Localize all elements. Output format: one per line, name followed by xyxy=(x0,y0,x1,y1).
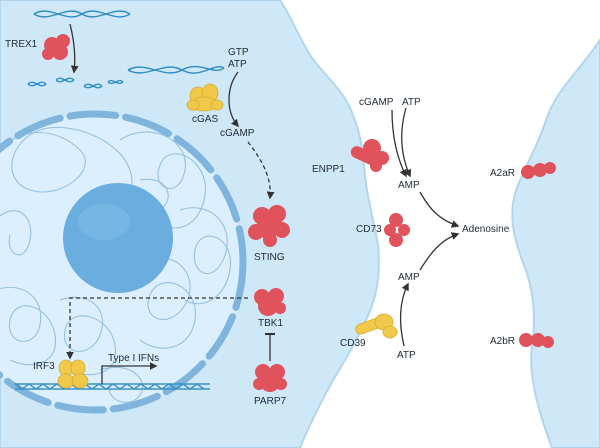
label-type1-ifns: Type I IFNs xyxy=(108,353,160,364)
label-cgas: cGAS xyxy=(192,114,219,125)
label-sting: STING xyxy=(254,252,285,263)
cd73-protein xyxy=(384,213,410,247)
a2br-receptor xyxy=(519,333,554,348)
label-a2ar: A2aR xyxy=(490,168,516,179)
label-adenosine: Adenosine xyxy=(462,224,510,235)
label-parp7: PARP7 xyxy=(254,396,287,407)
nucleolus xyxy=(63,183,173,293)
cytosolic-dna-cgas xyxy=(127,65,225,74)
enpp1-protein xyxy=(350,139,389,172)
label-cgamp-right: cGAMP xyxy=(359,97,394,108)
cd39-protein xyxy=(355,313,398,339)
cgas-protein xyxy=(186,83,224,112)
degraded-dna-fragments xyxy=(27,77,124,89)
a2ar-receptor xyxy=(521,162,556,179)
label-atp-right-top: ATP xyxy=(402,97,421,108)
atp-to-amp-bottom-arrow xyxy=(399,282,409,347)
sting-protein xyxy=(248,205,290,247)
label-gtp: GTP xyxy=(228,47,249,58)
irf3-protein xyxy=(57,359,89,389)
tbk1-to-irf3-arrow xyxy=(66,297,248,360)
atp-to-amp-arrow xyxy=(401,107,412,178)
trex1-arrow xyxy=(69,23,79,74)
label-trex1: TREX1 xyxy=(5,39,38,50)
cytosolic-dna-top xyxy=(33,10,131,18)
tbk1-protein xyxy=(254,288,286,316)
label-irf3: IRF3 xyxy=(33,361,55,372)
amp-bottom-to-adenosine-arrow xyxy=(419,232,460,271)
label-atp-top: ATP xyxy=(228,59,247,70)
label-amp-bottom: AMP xyxy=(398,272,420,283)
label-tbk1: TBK1 xyxy=(258,318,284,329)
label-a2br: A2bR xyxy=(490,336,516,347)
right-cell-body xyxy=(511,38,600,448)
cgamp-to-sting-arrow xyxy=(247,141,275,200)
gtp-atp-to-cgamp-arrow xyxy=(228,71,240,128)
label-atp-bottom: ATP xyxy=(397,350,416,361)
label-cd39: CD39 xyxy=(340,338,366,349)
amp-top-to-adenosine-arrow xyxy=(419,191,460,228)
label-enpp1: ENPP1 xyxy=(312,164,345,175)
label-amp-top: AMP xyxy=(398,180,420,191)
genomic-dna-strand xyxy=(14,383,210,390)
trex1-protein xyxy=(42,34,70,60)
nuclear-envelope xyxy=(0,110,247,414)
label-cgamp-left: cGAMP xyxy=(220,128,255,139)
type1-ifn-transcription-arrow xyxy=(101,362,158,384)
label-cd73: CD73 xyxy=(356,224,382,235)
cgamp-to-amp-arrow xyxy=(391,109,407,178)
parp7-protein xyxy=(253,364,287,392)
